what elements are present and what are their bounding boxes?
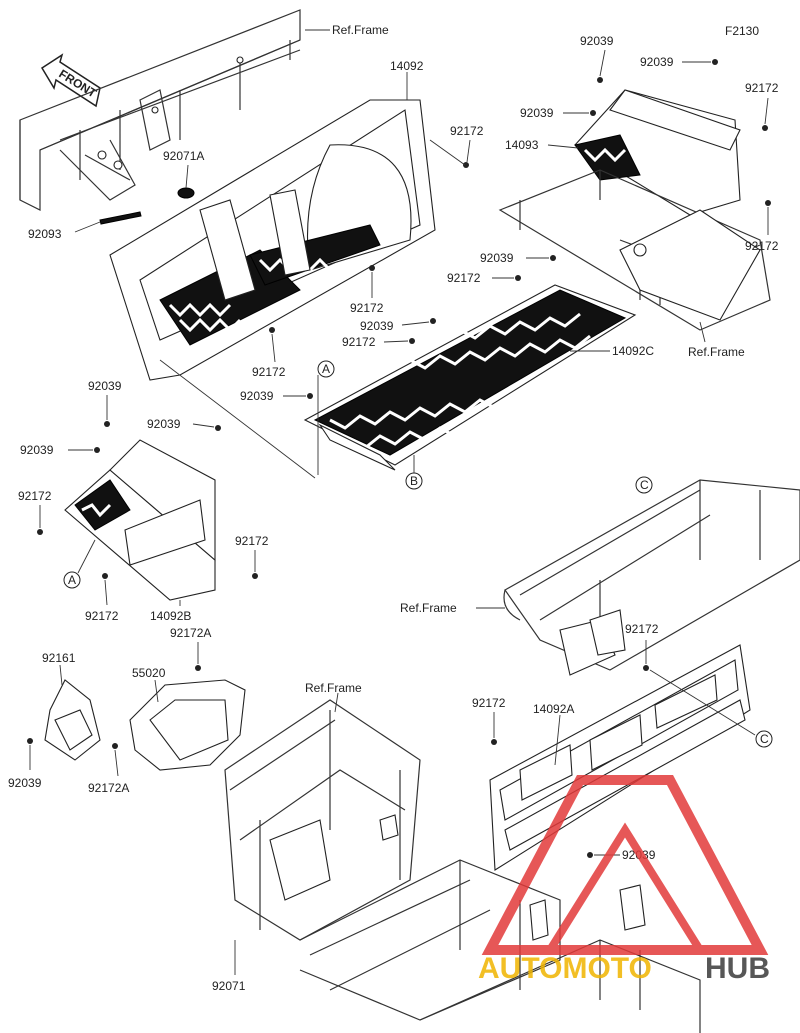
label-14092a: 14092A [533,702,574,716]
bolt-icon [550,255,556,261]
callout-a-label-2: A [68,573,76,587]
callout-a-label: A [322,362,330,376]
label-92039-i: 92039 [20,443,54,457]
label-92161: 92161 [42,651,76,665]
bolt-icon [94,447,100,453]
label-55020: 55020 [132,666,166,680]
bolt-icon [252,573,258,579]
bolt-icon [463,162,469,168]
label-92039-d: 92039 [480,251,514,265]
label-92039-e: 92039 [360,319,394,333]
label-92071: 92071 [212,979,246,993]
label-92039-f: 92039 [240,389,274,403]
bolt-icon [307,393,313,399]
watermark-logo [481,775,769,955]
label-92172-f: 92172 [447,271,481,285]
callout-c-label-2: C [760,732,769,746]
label-92172-i: 92172 [235,534,269,548]
label-92039-c: 92039 [520,106,554,120]
label-14092: 14092 [390,59,424,73]
label-92093: 92093 [28,227,62,241]
bolt-icon [643,665,649,671]
bolt-icon [515,275,521,281]
bolt-icon [104,421,110,427]
bolt-icon [430,318,436,324]
ref-frame-label-1: Ref.Frame [332,23,389,37]
label-92172-j: 92172 [85,609,119,623]
bolt-icon [112,743,118,749]
label-92039-g: 92039 [88,379,122,393]
bolt-icon [491,739,497,745]
label-92172-k: 92172 [625,622,659,636]
bolt-icon [215,425,221,431]
label-92172-h: 92172 [18,489,52,503]
bolt-icon [587,852,593,858]
grommet-92071a [177,187,195,199]
floor-panel-14092 [109,99,436,381]
callout-b-label: B [410,474,418,488]
bolt-icon [37,529,43,535]
callout-a [317,360,335,378]
bolt-icon [597,77,603,83]
label-14093: 14093 [505,138,539,152]
label-92172-a: 92172 [450,124,484,138]
bolt-icon [762,125,768,131]
label-92172-c: 92172 [252,365,286,379]
label-14092c: 14092C [612,344,654,358]
watermark-text-b: HUB [705,952,770,985]
label-92172-d: 92172 [745,81,779,95]
label-14092b: 14092B [150,609,191,623]
cargo-frame [503,479,800,676]
label-92172-e: 92172 [745,239,779,253]
callout-c-label: C [640,478,649,492]
ref-frame-label-3: Ref.Frame [400,601,457,615]
callout-c [635,476,653,494]
bolt-icon [102,573,108,579]
upper-frame [19,9,301,211]
label-92071a: 92071A [163,149,204,163]
bolt-icon [409,338,415,344]
label-92039-h: 92039 [147,417,181,431]
side-panel-14092b [64,439,216,601]
label-92172-b: 92172 [350,301,384,315]
strip-92093 [99,211,142,225]
callout-c-2 [755,730,773,748]
label-92039-k: 92039 [8,776,42,790]
bolt-icon [269,327,275,333]
cover-92161 [44,679,101,761]
label-92172-g: 92172 [342,335,376,349]
label-92172-l: 92172 [472,696,506,710]
bolt-icon [765,200,771,206]
label-92039-b: 92039 [640,55,674,69]
callout-a-2 [63,571,81,589]
label-92172a-a: 92172A [170,626,211,640]
label-92172a-b: 92172A [88,781,129,795]
bolt-icon [27,738,33,744]
diagram-code: F2130 [725,24,759,38]
rear-panel-14093 [574,89,741,216]
cover-55020 [129,679,246,771]
rear-sub-frame [498,169,771,331]
front-arrow-icon: FRONT [40,53,101,108]
bolt-icon [369,265,375,271]
ref-frame-label-2: Ref.Frame [688,345,745,359]
main-chassis-frame [224,699,701,1033]
bolt-icon [712,59,718,65]
bolt-icon [195,665,201,671]
watermark-text-a: AUTOMOTO [478,952,652,985]
ref-frame-label-4: Ref.Frame [305,681,362,695]
bolt-icon [590,110,596,116]
floor-mat-14092c [303,284,637,471]
label-92039-a: 92039 [580,34,614,48]
